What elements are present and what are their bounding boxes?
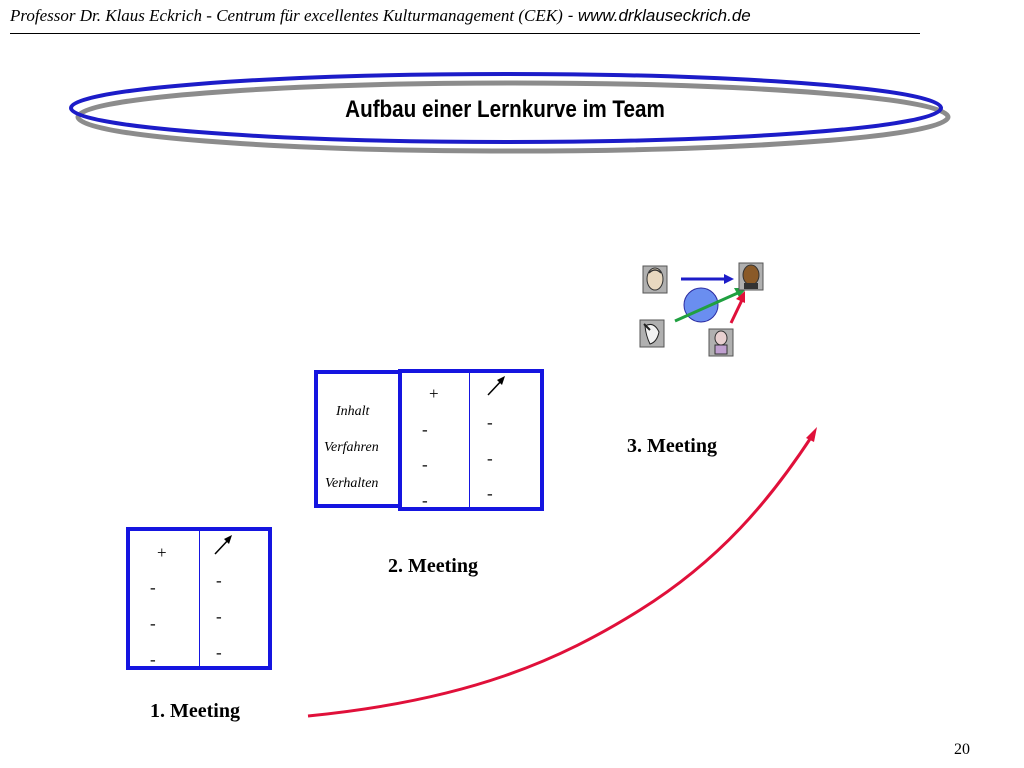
person-icon xyxy=(642,265,668,294)
title-ellipse xyxy=(69,72,951,154)
meeting-2-trend-arrow xyxy=(487,376,505,396)
header-author: Professor Dr. Klaus Eckrich - Centrum fü… xyxy=(10,6,563,25)
slide-header: Professor Dr. Klaus Eckrich - Centrum fü… xyxy=(10,6,751,26)
meeting-2-right-minus-2: - xyxy=(487,449,493,468)
header-url: www.drklauseckrich.de xyxy=(577,6,751,25)
meeting-2-minus-2: - xyxy=(422,455,428,474)
header-separator: - xyxy=(562,6,578,25)
meeting-2-plus: + xyxy=(429,384,439,403)
meeting-1-label: 1. Meeting xyxy=(150,700,240,722)
meeting-1-plus: + xyxy=(157,543,167,562)
meeting-1-right-minus-3: - xyxy=(216,643,222,662)
header-divider xyxy=(10,33,920,34)
row-label-verhalten: Verhalten xyxy=(325,476,379,491)
person-icon xyxy=(639,319,665,348)
meeting-1-minus-1: - xyxy=(150,578,156,597)
meeting-2-right-minus-3: - xyxy=(487,484,493,503)
team-interaction-diagram xyxy=(639,262,764,357)
meeting-2-table xyxy=(398,369,544,511)
meeting-3-label: 3. Meeting xyxy=(627,435,717,457)
meeting-2-minus-1: - xyxy=(422,420,428,439)
slide-title: Aufbau einer Lernkurve im Team xyxy=(345,96,665,123)
meeting-1-trend-arrow xyxy=(214,535,232,555)
meeting-2-label: 2. Meeting xyxy=(388,555,478,577)
person-icon xyxy=(738,262,764,291)
meeting-1-right-minus-2: - xyxy=(216,607,222,626)
meeting-1-right-minus-1: - xyxy=(216,571,222,590)
meeting-2-minus-3: - xyxy=(422,491,428,510)
person-icon xyxy=(708,328,734,357)
meeting-1-table xyxy=(126,527,272,670)
page-number: 20 xyxy=(954,741,970,758)
meeting-1-divider xyxy=(199,531,200,666)
meeting-1-minus-2: - xyxy=(150,614,156,633)
row-label-inhalt: Inhalt xyxy=(336,404,370,419)
meeting-1-minus-3: - xyxy=(150,650,156,669)
meeting-2-right-minus-1: - xyxy=(487,413,493,432)
row-label-verfahren: Verfahren xyxy=(324,440,379,455)
meeting-2-divider xyxy=(469,373,470,507)
